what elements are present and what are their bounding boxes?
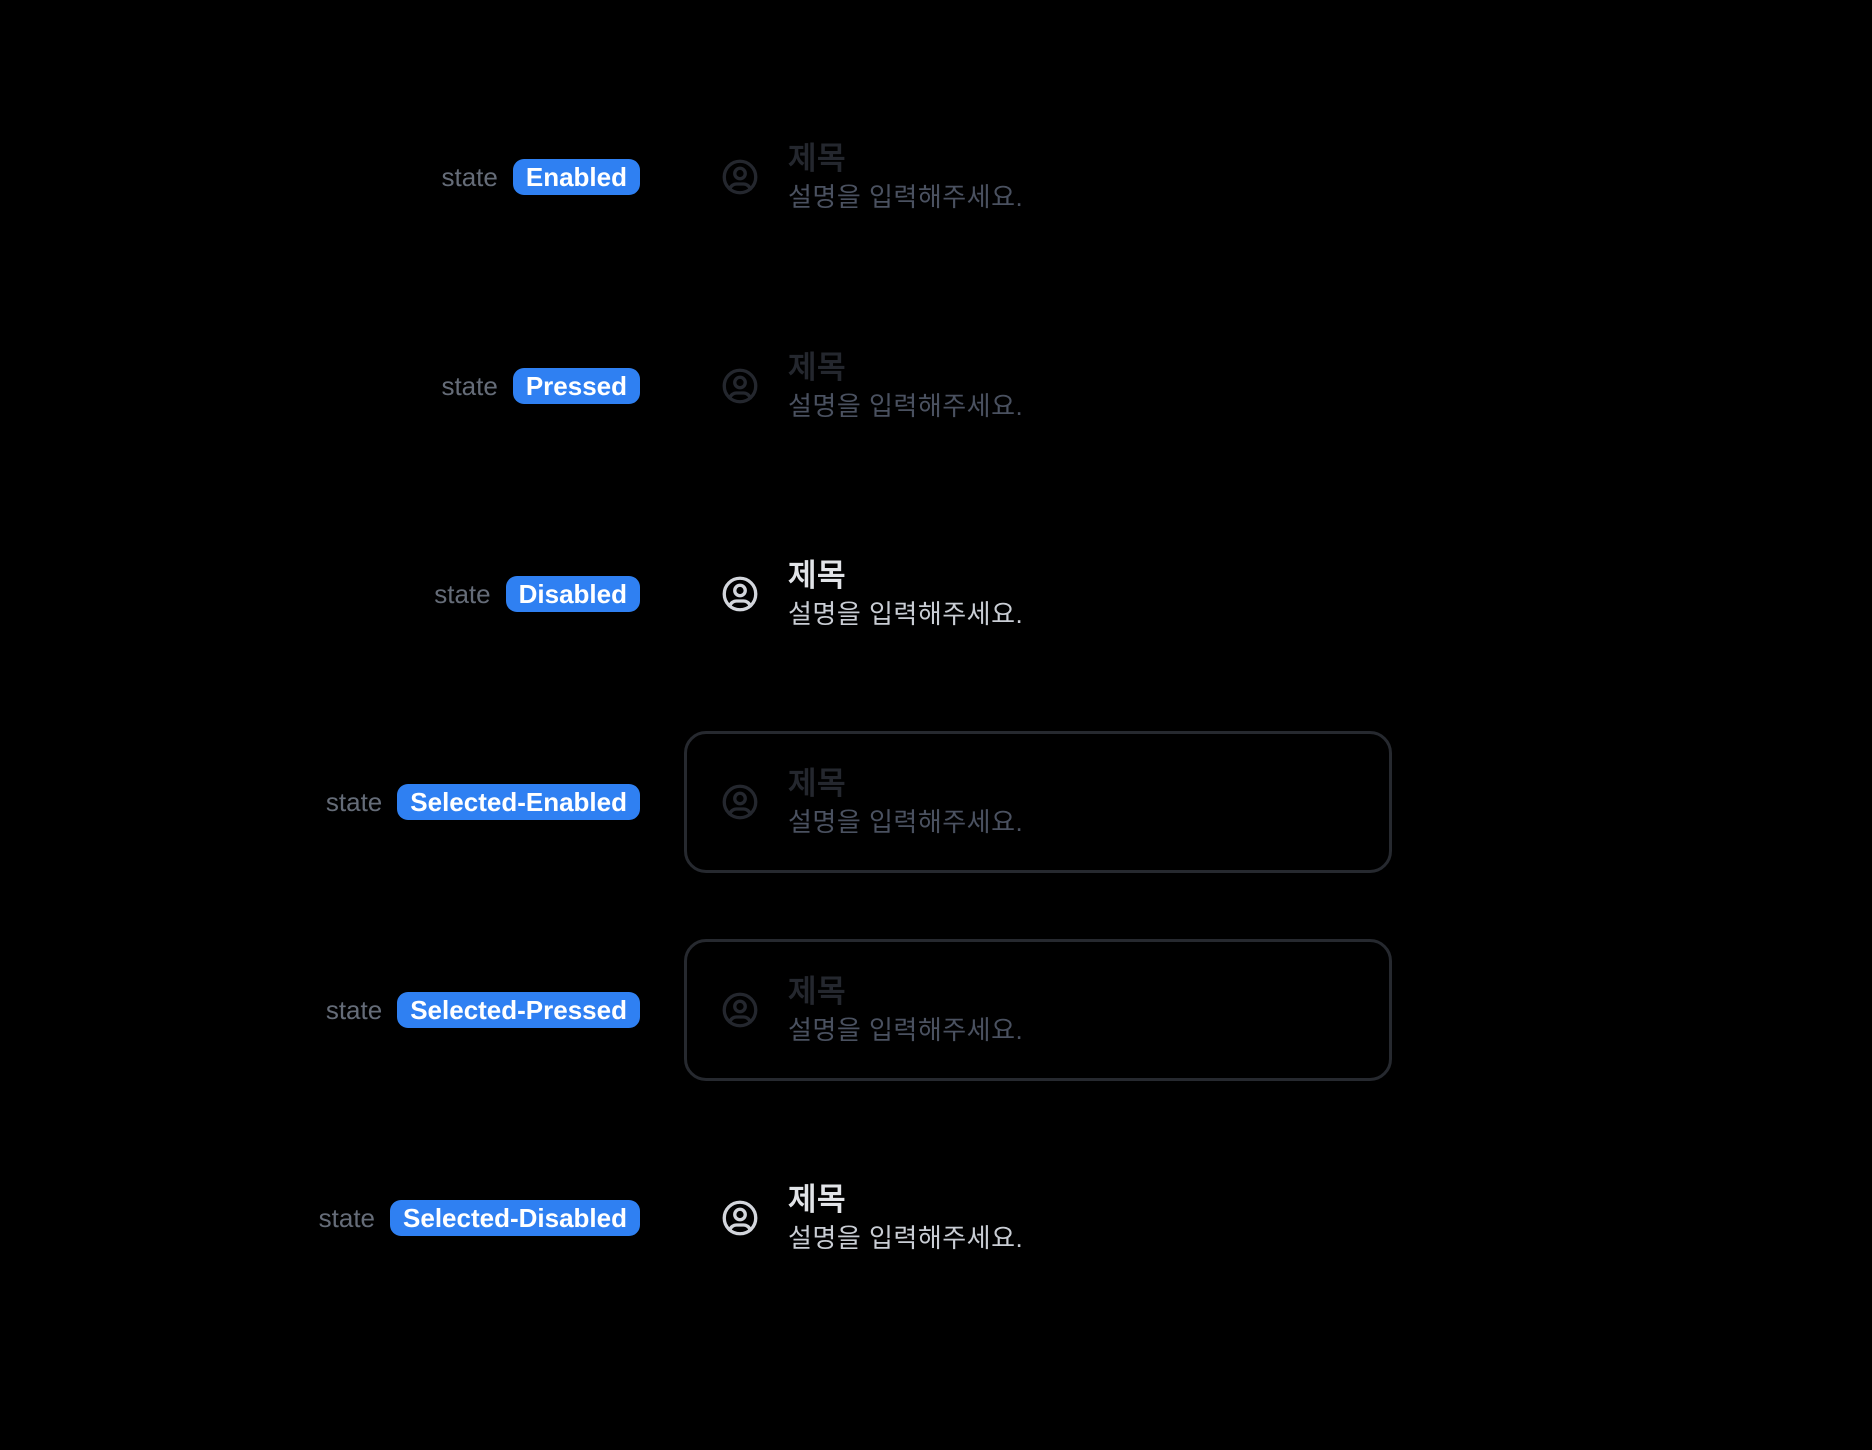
- state-badge: Pressed: [512, 368, 640, 404]
- state-annotation: state Pressed: [441, 368, 640, 404]
- state-badge: Disabled: [505, 576, 640, 612]
- list-item: 제목 설명을 입력해주세요.: [719, 559, 1023, 629]
- state-annotation: state Enabled: [441, 159, 640, 195]
- list-item-title: 제목: [788, 766, 847, 801]
- state-annotation: state Selected-Disabled: [319, 1200, 640, 1236]
- state-annotation: state Disabled: [434, 576, 640, 612]
- user-circle-icon: [719, 573, 761, 615]
- list-item-description: 설명을 입력해주세요.: [788, 807, 1024, 837]
- state-label: state: [318, 1203, 376, 1233]
- list-item: 제목 설명을 입력해주세요.: [719, 1183, 1023, 1253]
- list-item-description: 설명을 입력해주세요.: [788, 391, 1024, 421]
- user-circle-icon: [719, 1197, 761, 1239]
- list-item-title: 제목: [788, 141, 847, 176]
- state-badge: Selected-Pressed: [397, 992, 640, 1028]
- state-label: state: [441, 371, 498, 401]
- selected-border-box: [684, 939, 1392, 1081]
- list-item-description: 설명을 입력해주세요.: [788, 599, 1024, 629]
- user-circle-icon: [719, 989, 761, 1031]
- state-badge: Selected-Disabled: [390, 1200, 640, 1236]
- list-item-title: 제목: [788, 558, 847, 593]
- user-circle-icon: [719, 781, 761, 823]
- list-item-description: 설명을 입력해주세요.: [788, 1015, 1024, 1045]
- user-circle-icon: [719, 365, 761, 407]
- list-item[interactable]: 제목 설명을 입력해주세요.: [719, 351, 1023, 421]
- state-label: state: [441, 162, 498, 192]
- list-item[interactable]: 제목 설명을 입력해주세요.: [719, 975, 1023, 1045]
- selected-border-box: [684, 731, 1392, 873]
- state-label: state: [434, 579, 491, 609]
- state-badge: Enabled: [512, 159, 640, 195]
- list-item[interactable]: 제목 설명을 입력해주세요.: [719, 767, 1023, 837]
- state-label: state: [325, 995, 383, 1025]
- list-item-description: 설명을 입력해주세요.: [788, 182, 1024, 212]
- list-item[interactable]: 제목 설명을 입력해주세요.: [719, 142, 1023, 212]
- state-annotation: state Selected-Pressed: [326, 992, 640, 1028]
- list-item-title: 제목: [788, 1182, 847, 1217]
- list-item-title: 제목: [788, 350, 847, 385]
- state-annotation: state Selected-Enabled: [326, 784, 640, 820]
- list-item-title: 제목: [788, 974, 847, 1009]
- state-label: state: [325, 787, 383, 817]
- state-badge: Selected-Enabled: [397, 784, 640, 820]
- user-circle-icon: [719, 156, 761, 198]
- list-item-description: 설명을 입력해주세요.: [788, 1223, 1024, 1253]
